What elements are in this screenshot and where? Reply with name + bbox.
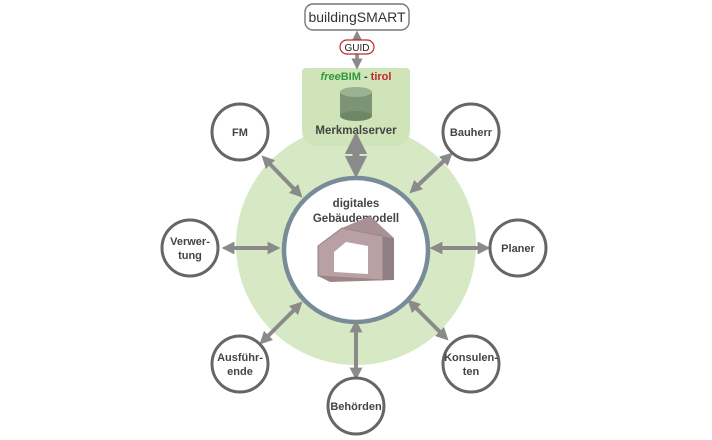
brand-dash: - (361, 71, 371, 83)
merkmalserver-label: Merkmalserver (315, 125, 397, 137)
freebim-tirol-brand: freeBIM - tirol (321, 71, 392, 83)
arrow-ausfuehrende (259, 301, 303, 345)
buildingsmart-label: buildingSMART (308, 9, 405, 25)
node-planer: Planer (488, 218, 548, 278)
brand-free: free (321, 71, 341, 83)
node-konsulenten-label-2: ten (463, 366, 480, 378)
node-bauherr: Bauherr (441, 102, 501, 162)
node-planer-label: Planer (501, 243, 535, 255)
model-title-line1: digitales (333, 198, 380, 210)
node-verwertung: Verwer- tung (160, 218, 220, 278)
node-konsulenten-label-1: Konsulen- (444, 352, 498, 364)
node-verwertung-label-1: Verwer- (170, 236, 210, 248)
model-title-line2: Gebäudemodell (313, 213, 399, 225)
arrow-fm (261, 155, 303, 198)
node-ausfuehrende-label-1: Ausführ- (217, 352, 263, 364)
building-model-icon (317, 216, 394, 282)
node-behoerden-label: Behörden (330, 401, 382, 413)
brand-tirol: tirol (371, 71, 392, 83)
node-konsulenten: Konsulen- ten (441, 334, 501, 394)
node-verwertung-label-2: tung (178, 250, 202, 262)
guid-tag (339, 39, 375, 55)
node-fm-label: FM (232, 127, 248, 139)
node-bauherr-label: Bauherr (450, 127, 493, 139)
node-ausfuehrende-label-2: ende (227, 366, 253, 378)
arrow-konsulenten (407, 299, 449, 341)
arrow-bauherr (409, 152, 453, 194)
node-behoerden: Behörden (326, 376, 386, 436)
buildingsmart-box (304, 3, 410, 31)
guid-label: GUID (345, 43, 370, 54)
node-fm: FM (210, 102, 270, 162)
node-ausfuehrende: Ausführ- ende (210, 334, 270, 394)
database-icon (340, 87, 372, 121)
brand-bim: BIM (341, 71, 361, 83)
